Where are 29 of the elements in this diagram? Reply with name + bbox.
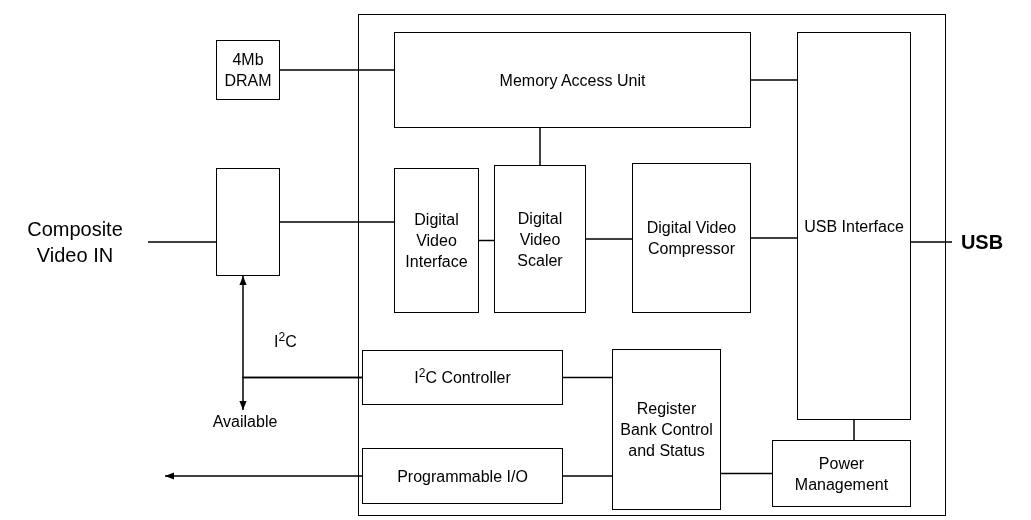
chip-boundary-box [358,14,946,516]
block-box: Power Management [772,440,911,507]
connector-line [720,472,773,475]
block-box: Digital Video Interface [394,168,479,313]
block-box: Programmable I/O [362,448,563,504]
connector-line [562,376,613,379]
connector-line [750,237,798,239]
output-label: Available [210,410,280,432]
interface-box: USB Interface [797,32,911,420]
connector-line [562,475,613,477]
arrow [239,376,363,411]
connector-line [750,79,798,81]
decoder-chip-box [216,168,280,276]
block-box: I$^{2}$C Controller [362,350,563,405]
block-box: Memory Access Unit [394,32,751,128]
connector-line [585,238,633,240]
block-box: Register Bank Control and Status [612,349,721,510]
memory-box: 4Mb DRAM [216,40,280,100]
connector-line [910,241,953,243]
input-label: Composite Video IN [2,214,148,270]
arrow [164,472,363,480]
connector-line [853,419,855,441]
block-box: Digital Video Scaler [494,165,586,313]
output-label: USB [952,225,1012,259]
connector-line [147,241,217,243]
connector-line [539,127,541,166]
block-box: Digital Video Compressor [632,163,751,313]
connector-line [279,221,395,223]
connector-line [279,69,395,71]
